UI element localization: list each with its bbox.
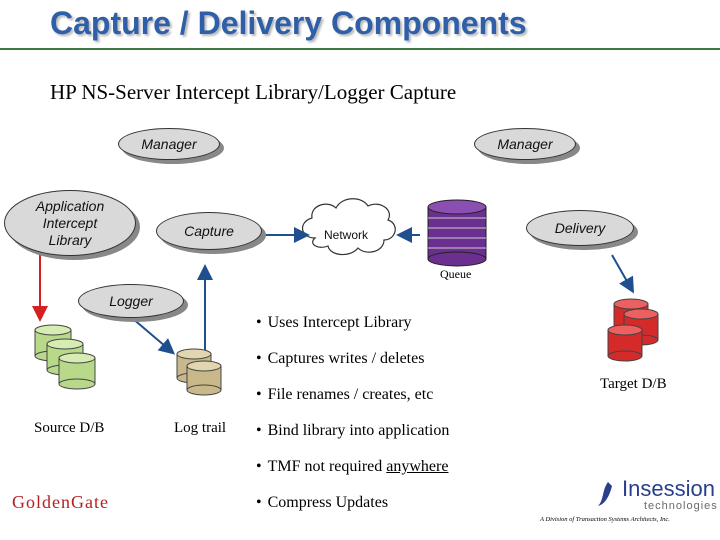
source-db-icon <box>34 324 96 390</box>
manager-right-label: Manager <box>497 135 553 152</box>
logtrail-label: Log trail <box>174 420 227 436</box>
logtrail-db-icon <box>176 348 222 396</box>
bullet-item: • Captures writes / deletes <box>256 348 449 384</box>
target-db-icon <box>607 298 659 362</box>
bullet-marker: • <box>256 386 262 403</box>
delivery-label: Delivery <box>554 219 606 236</box>
manager-left-node: Manager <box>118 128 220 160</box>
bullet-text: Compress Updates <box>267 494 389 511</box>
diagram-subtitle: HP NS-Server Intercept Library/Logger Ca… <box>50 80 457 104</box>
page-title: Capture / Delivery Components <box>50 5 527 41</box>
arrow-delivery-to-target <box>611 254 634 294</box>
bullet-text: File renames / creates, etc <box>267 386 434 403</box>
capture-label: Capture <box>184 222 234 239</box>
source-db-label: Source D/B <box>34 420 105 436</box>
goldengate-logo: GoldenGate <box>12 492 109 512</box>
app-label-line2: Intercept <box>42 214 98 231</box>
app-label-line1: Application <box>35 197 105 214</box>
app-label-line3: Library <box>48 231 92 248</box>
bullet-marker: • <box>256 314 262 331</box>
queue-disk-icon <box>427 199 487 267</box>
bullet-text: Uses Intercept Library <box>267 314 412 331</box>
feature-bullet-list: • Uses Intercept Library • Captures writes… <box>256 312 449 528</box>
bullet-item: • File renames / creates, etc <box>256 384 449 420</box>
logger-node: Logger <box>78 284 184 318</box>
application-intercept-library-node: Application Intercept Library <box>4 190 136 256</box>
title-underline <box>0 48 720 50</box>
footnote: A Division of Transaction Systems Archit… <box>540 516 670 523</box>
bullet-item: • Bind library into application <box>256 420 449 456</box>
bullet-marker: • <box>256 458 262 475</box>
bullet-text: TMF not required <box>267 458 387 475</box>
bullet-text: Captures writes / deletes <box>267 350 425 367</box>
insession-logo-subtitle: technologies <box>644 500 718 512</box>
insession-logo: Insession <box>622 476 715 501</box>
bullet-item: • Compress Updates <box>256 492 449 528</box>
bullet-underlined-word: anywhere <box>386 458 449 475</box>
bullet-marker: • <box>256 350 262 367</box>
network-label: Network <box>324 228 369 242</box>
logger-label: Logger <box>109 292 153 309</box>
manager-right-node: Manager <box>474 128 576 160</box>
manager-left-label: Manager <box>141 135 197 152</box>
arrow-logger-to-logtrail <box>131 317 176 355</box>
bullet-item: • TMF not required anywhere <box>256 456 449 492</box>
bullet-marker: • <box>256 494 262 511</box>
insession-logo-mark <box>598 482 612 506</box>
target-db-label: Target D/B <box>600 376 667 392</box>
bullet-item: • Uses Intercept Library <box>256 312 449 348</box>
network-cloud <box>302 198 396 256</box>
delivery-node: Delivery <box>526 210 634 246</box>
bullet-text: Bind library into application <box>267 422 450 439</box>
bullet-marker: • <box>256 422 262 439</box>
queue-label: Queue <box>440 267 472 281</box>
capture-node: Capture <box>156 212 262 250</box>
